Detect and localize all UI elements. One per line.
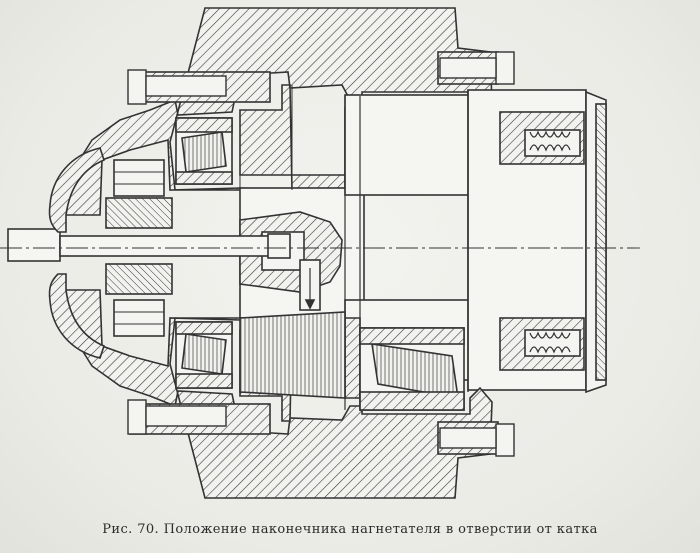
axle-upper (344, 94, 471, 196)
nut-bottom (113, 299, 165, 337)
inner-sleeve-top (105, 197, 173, 229)
lower-right-bearing (359, 327, 465, 411)
grease-nozzle (239, 211, 343, 311)
nut-top (113, 159, 165, 197)
hub-cap (48, 147, 105, 233)
lower-left-bearing (175, 321, 233, 389)
tapered-shaft-lower (239, 311, 346, 399)
technical-drawing (0, 7, 640, 499)
lower-seal (499, 317, 585, 371)
figure-caption: Рис. 70. Положение наконечника нагнетате… (102, 522, 598, 537)
nozzle-rod (59, 235, 271, 257)
inner-sleeve-bottom (105, 263, 173, 295)
hub-cap-lower (48, 273, 105, 359)
upper-seal (499, 111, 585, 165)
inlet-pipe (7, 228, 61, 262)
bolts (127, 51, 515, 457)
nozzle-tip (267, 233, 291, 259)
upper-left-bearing (175, 117, 233, 185)
